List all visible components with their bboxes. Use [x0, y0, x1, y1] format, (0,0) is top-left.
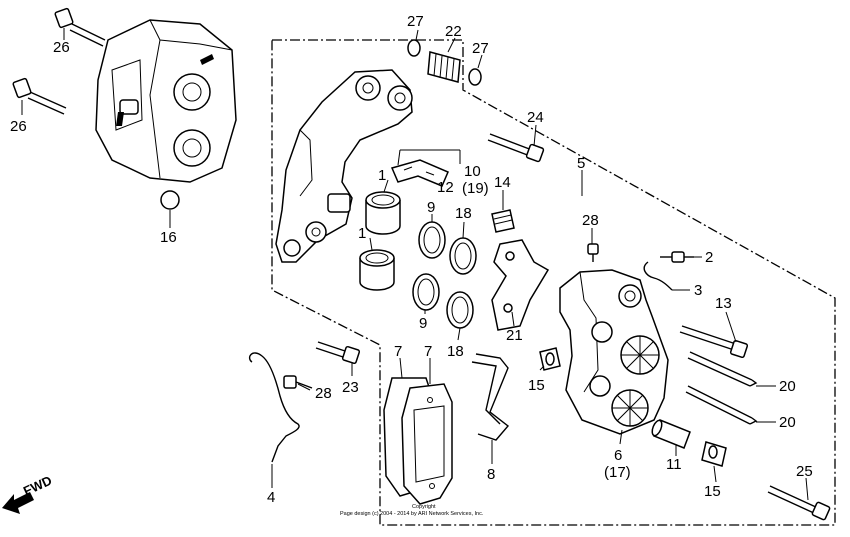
label-26a: 26 [53, 39, 70, 56]
label-11: 11 [666, 456, 682, 473]
label-27a: 27 [407, 13, 424, 30]
label-9b: 9 [419, 315, 427, 332]
label-16: 16 [160, 229, 177, 246]
forward-direction-indicator: FWD [2, 473, 54, 514]
label-20a: 20 [779, 378, 796, 395]
bolt-26-lower [12, 77, 67, 115]
piston-seal-9-lower [412, 273, 440, 311]
label-1b: 1 [358, 225, 366, 242]
caliper-bracket-10 [275, 69, 413, 263]
label-1a: 1 [378, 167, 386, 184]
boot-15-left [539, 347, 561, 371]
label-27b: 27 [472, 40, 489, 57]
pin-23 [315, 341, 361, 365]
label-22: 22 [445, 23, 462, 40]
label-18a: 18 [455, 205, 472, 222]
assembly-boundary [271, 39, 836, 526]
pin-bolt-13 [679, 325, 749, 359]
label-2: 2 [705, 249, 713, 266]
piston-1-upper [365, 191, 401, 235]
pad-spring-12 [390, 159, 449, 187]
label-20b: 20 [779, 414, 796, 431]
label-15b: 15 [704, 483, 721, 500]
fwd-label: FWD [21, 473, 54, 499]
brake-pad-7-front [401, 383, 453, 505]
label-15a: 15 [528, 377, 545, 394]
cap-16 [160, 190, 180, 224]
copyright-line-2: Page design (c) 2004 - 2014 by ARI Netwo… [340, 511, 484, 517]
label-4: 4 [267, 489, 275, 506]
label-13: 13 [715, 295, 732, 312]
sleeve-11 [651, 419, 691, 449]
pad-spring-8 [471, 353, 510, 441]
label-28a: 28 [582, 212, 599, 229]
label-14: 14 [494, 174, 511, 191]
label-10: 10 [464, 163, 481, 180]
pad-pin-20-upper [687, 351, 758, 387]
boot-14 [491, 209, 515, 233]
bolt-2 [660, 251, 694, 263]
bolt-24 [487, 133, 545, 163]
label-12: 12 [437, 179, 454, 196]
label-8: 8 [487, 466, 495, 483]
label-5: 5 [577, 155, 585, 172]
label-17: (17) [604, 464, 631, 481]
label-26b: 26 [10, 118, 27, 135]
bleed-screw-28-upper [587, 243, 599, 262]
label-19: (19) [462, 180, 489, 197]
piston-1-lower [359, 249, 395, 291]
label-3: 3 [694, 282, 702, 299]
label-6: 6 [614, 447, 622, 464]
boot-15-right [701, 441, 727, 467]
fwd-arrow-icon [2, 492, 34, 514]
label-25: 25 [796, 463, 813, 480]
label-9a: 9 [427, 199, 435, 216]
boot-22 [427, 51, 461, 83]
assembled-caliper-drawing [95, 19, 237, 183]
bleed-screw-28-lower [283, 375, 313, 389]
retaining-wire-4 [248, 352, 300, 463]
label-7a: 7 [394, 343, 402, 360]
label-28b: 28 [315, 385, 332, 402]
label-7b: 7 [424, 343, 432, 360]
clip-3 [643, 261, 673, 291]
o-ring-27-b [468, 68, 482, 86]
label-21: 21 [506, 327, 523, 344]
label-24: 24 [527, 109, 544, 126]
plate-21 [491, 239, 550, 331]
o-ring-27-a [407, 39, 421, 57]
bolt-25 [767, 485, 831, 521]
copyright-line-1: Copyright [412, 504, 436, 510]
pad-pin-20-lower [685, 385, 758, 425]
leader-lines [21, 28, 809, 501]
bolt-26-upper [54, 7, 106, 47]
callout-labels: 26 26 16 27 22 27 24 5 10 (19) 12 14 1 1… [10, 13, 813, 506]
caliper-body-6 [559, 269, 669, 435]
label-23: 23 [342, 379, 359, 396]
label-18b: 18 [447, 343, 464, 360]
